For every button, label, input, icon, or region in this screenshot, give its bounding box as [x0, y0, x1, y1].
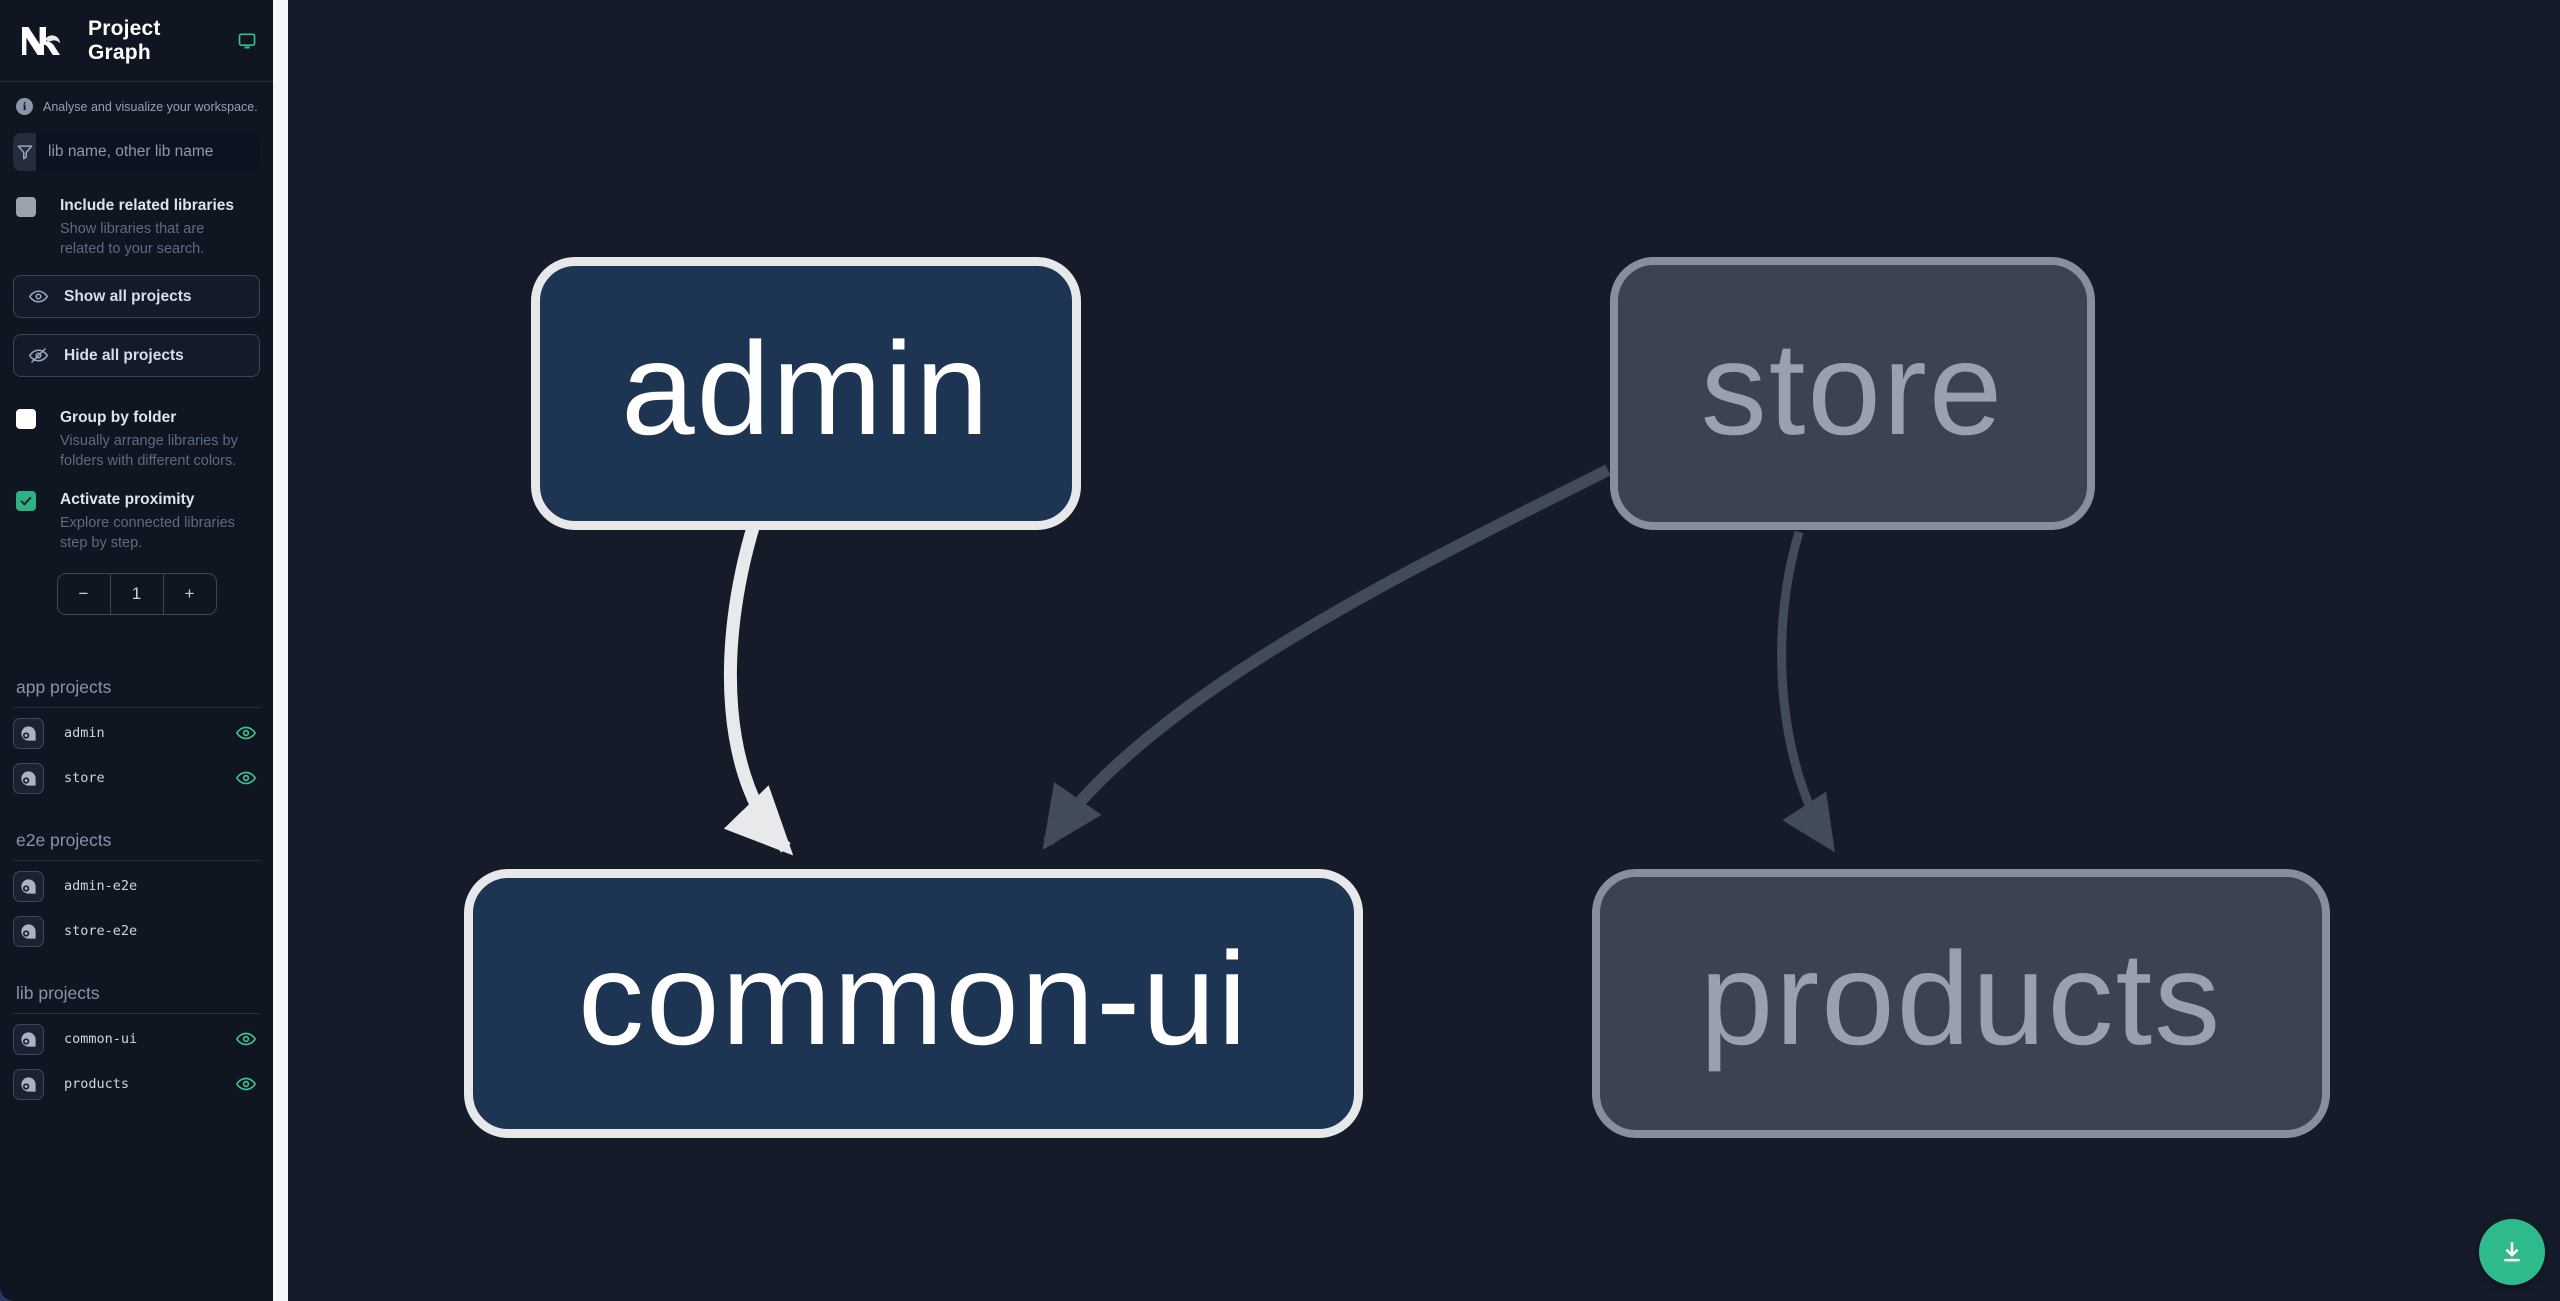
section-e2e-projects: e2e projects admin-e2e store-e2e [0, 830, 273, 951]
node-label: products [1699, 924, 2223, 1072]
project-row-admin-e2e[interactable]: admin-e2e [0, 866, 273, 906]
graph-node-store[interactable]: store [1610, 257, 2095, 530]
sidebar: Project Graph i Analyse and visualize yo… [0, 0, 273, 1301]
project-icon [13, 1023, 44, 1055]
toggle-visibility-eye-icon[interactable] [235, 767, 257, 789]
graph-canvas[interactable]: admin store common-ui products [288, 0, 2560, 1301]
activate-proximity-row: Activate proximity Explore connected lib… [0, 489, 273, 553]
page-title: Project Graph [88, 16, 161, 64]
sidebar-header: Project Graph [0, 0, 273, 82]
edge-store-to-products[interactable] [1777, 530, 1835, 853]
project-icon [13, 870, 44, 902]
check-icon [20, 496, 32, 506]
edge-admin-to-common-ui[interactable] [723, 522, 794, 856]
section-app-projects: app projects admin [0, 677, 273, 798]
toggle-visibility-eye-icon[interactable] [235, 722, 257, 744]
node-label: store [1700, 314, 2005, 462]
graph-node-products[interactable]: products [1592, 869, 2330, 1138]
include-related-description: Show libraries that are related to your … [60, 221, 205, 257]
group-by-folder-label: Group by folder [60, 409, 177, 426]
project-name: store [64, 770, 105, 786]
graph-edges [723, 464, 1835, 856]
filter-funnel-icon [13, 133, 36, 171]
project-icon [13, 717, 44, 749]
include-related-row: Include related libraries Show libraries… [0, 195, 273, 259]
show-all-projects-label: Show all projects [64, 287, 192, 305]
activate-proximity-checkbox[interactable] [16, 491, 36, 511]
project-name: admin-e2e [64, 878, 138, 894]
project-name: store-e2e [64, 923, 138, 939]
hide-all-projects-button[interactable]: Hide all projects [13, 334, 260, 377]
nx-logo-icon [22, 26, 60, 55]
project-icon [13, 1068, 44, 1100]
proximity-decrement-button[interactable]: − [78, 584, 89, 603]
project-icon [13, 915, 44, 947]
activate-proximity-label: Activate proximity [60, 491, 195, 508]
project-row-products[interactable]: products [0, 1064, 273, 1104]
toggle-visibility-eye-icon[interactable] [235, 1073, 257, 1095]
section-title: e2e projects [13, 830, 260, 861]
node-label: common-ui [578, 924, 1249, 1072]
section-title: app projects [13, 677, 260, 708]
project-name: admin [64, 725, 105, 741]
group-by-folder-checkbox[interactable] [16, 409, 36, 429]
workspace-tagline: i Analyse and visualize your workspace. [0, 98, 273, 115]
group-by-folder-description: Visually arrange libraries by folders wi… [60, 433, 238, 469]
include-related-label: Include related libraries [60, 197, 235, 214]
include-related-checkbox[interactable] [16, 197, 36, 217]
download-icon [2504, 1242, 2520, 1262]
graph-node-admin[interactable]: admin [531, 257, 1081, 530]
project-row-store[interactable]: store [0, 758, 273, 798]
download-graph-button[interactable] [2479, 1219, 2545, 1285]
project-row-common-ui[interactable]: common-ui [0, 1019, 273, 1059]
proximity-value: 1 [109, 574, 164, 614]
eye-off-icon [28, 347, 49, 364]
section-lib-projects: lib projects common-ui [0, 983, 273, 1104]
show-all-projects-button[interactable]: Show all projects [13, 275, 260, 318]
node-label: admin [621, 314, 991, 462]
edge-store-to-common-ui[interactable] [1042, 464, 1611, 850]
group-by-folder-row: Group by folder Visually arrange librari… [0, 407, 273, 471]
hide-all-projects-label: Hide all projects [64, 346, 184, 364]
sidebar-scrollbar[interactable] [273, 0, 288, 1301]
monitor-icon[interactable] [237, 30, 257, 52]
search-bar [13, 133, 260, 171]
search-input[interactable] [36, 133, 260, 171]
proximity-stepper: − 1 + [56, 573, 217, 615]
activate-proximity-description: Explore connected libraries step by step… [60, 515, 235, 551]
graph-node-common-ui[interactable]: common-ui [464, 869, 1363, 1138]
project-name: products [64, 1076, 130, 1092]
project-icon [13, 762, 44, 794]
project-name: common-ui [64, 1031, 138, 1047]
proximity-increment-button[interactable]: + [184, 584, 195, 603]
info-icon: i [16, 98, 33, 115]
project-row-admin[interactable]: admin [0, 713, 273, 753]
project-row-store-e2e[interactable]: store-e2e [0, 911, 273, 951]
tagline-text: Analyse and visualize your workspace. [43, 99, 258, 114]
toggle-visibility-eye-icon[interactable] [235, 1028, 257, 1050]
eye-icon [28, 290, 49, 303]
section-title: lib projects [13, 983, 260, 1014]
